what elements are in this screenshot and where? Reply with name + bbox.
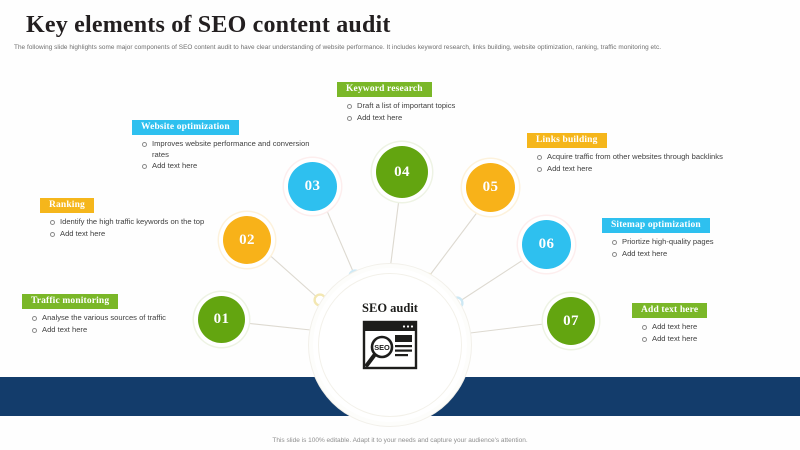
card-keyword-research: Keyword research Draft a list of importa… <box>337 78 512 124</box>
list-item: Priortize high-quality pages <box>612 237 782 248</box>
list-item: Identify the high traffic keywords on th… <box>50 217 220 228</box>
node-number-07: 07 <box>563 312 579 329</box>
list-item: Improves website performance and convers… <box>142 139 310 160</box>
list-item: Analyse the various sources of traffic <box>32 313 197 324</box>
card-bullets-add-text-here: Add text here Add text here <box>632 322 792 344</box>
center-hub-label: SEO audit <box>362 301 418 315</box>
card-sitemap-optimization: Sitemap optimization Priortize high-qual… <box>602 214 782 260</box>
card-bullets-ranking: Identify the high traffic keywords on th… <box>40 217 220 239</box>
card-title-links-building: Links building <box>527 133 607 148</box>
list-item: Add text here <box>142 161 310 172</box>
list-item: Add text here <box>50 229 220 240</box>
node-number-02: 02 <box>239 231 255 248</box>
node-bubble-04[interactable]: 04 <box>376 146 428 198</box>
card-bullets-links-building: Acquire traffic from other websites thro… <box>527 152 727 174</box>
card-bullets-keyword-research: Draft a list of important topics Add tex… <box>337 101 512 123</box>
card-bullets-website-optimization: Improves website performance and convers… <box>132 139 310 172</box>
card-website-optimization: Website optimization Improves website pe… <box>132 116 310 173</box>
page-title: Key elements of SEO content audit <box>26 12 391 38</box>
footer-note: This slide is 100% editable. Adapt it to… <box>272 437 528 444</box>
card-ranking: Ranking Identify the high traffic keywor… <box>40 194 220 240</box>
card-title-sitemap-optimization: Sitemap optimization <box>602 218 710 233</box>
node-number-04: 04 <box>394 163 410 180</box>
card-add-text-here: Add text here Add text here Add text her… <box>632 299 792 345</box>
seo-browser-magnifier-icon: SEO <box>362 320 418 375</box>
node-number-03: 03 <box>304 178 321 194</box>
node-bubble-06[interactable]: 06 <box>522 220 571 269</box>
list-item: Add text here <box>347 113 512 124</box>
page-subtitle: The following slide highlights some majo… <box>14 44 662 51</box>
node-number-01: 01 <box>213 311 230 327</box>
svg-text:SEO: SEO <box>374 343 390 352</box>
card-traffic-monitoring: Traffic monitoring Analyse the various s… <box>22 290 197 336</box>
list-item: Acquire traffic from other websites thro… <box>537 152 727 163</box>
card-title-ranking: Ranking <box>40 198 94 213</box>
list-item: Draft a list of important topics <box>347 101 512 112</box>
center-hub: SEO audit SEO <box>313 268 467 422</box>
card-title-website-optimization: Website optimization <box>132 120 239 135</box>
list-item: Add text here <box>32 325 197 336</box>
card-bullets-traffic-monitoring: Analyse the various sources of traffic A… <box>22 313 197 335</box>
node-bubble-05[interactable]: 05 <box>466 163 515 212</box>
card-links-building: Links building Acquire traffic from othe… <box>527 129 727 175</box>
list-item: Add text here <box>537 164 727 175</box>
card-title-keyword-research: Keyword research <box>337 82 432 97</box>
node-bubble-07[interactable]: 07 <box>547 297 595 345</box>
node-number-05: 05 <box>482 179 499 195</box>
node-number-06: 06 <box>538 236 555 252</box>
card-bullets-sitemap-optimization: Priortize high-quality pages Add text he… <box>602 237 782 259</box>
card-title-traffic-monitoring: Traffic monitoring <box>22 294 119 309</box>
list-item: Add text here <box>642 334 792 345</box>
list-item: Add text here <box>612 249 782 260</box>
node-bubble-02[interactable]: 02 <box>223 216 271 264</box>
list-item: Add text here <box>642 322 792 333</box>
node-bubble-01[interactable]: 01 <box>198 296 245 343</box>
card-title-add-text-here: Add text here <box>632 303 708 318</box>
